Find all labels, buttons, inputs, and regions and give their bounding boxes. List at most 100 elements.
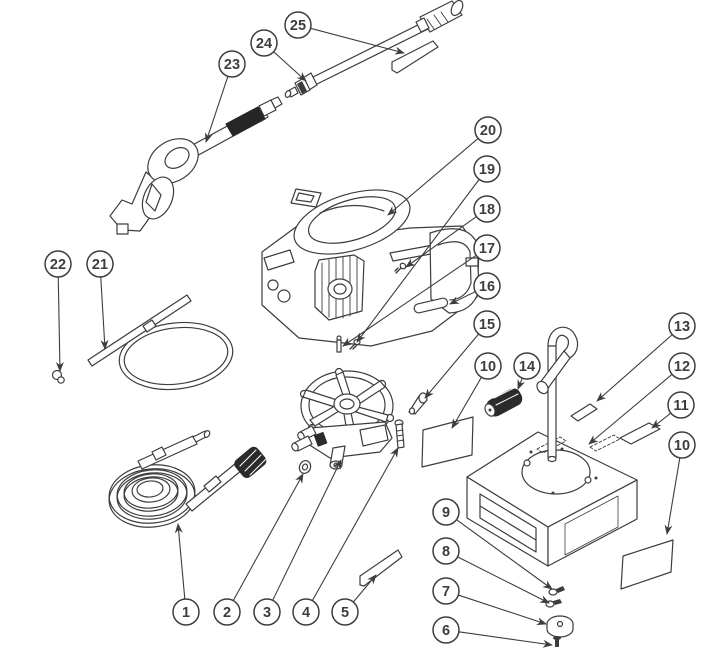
callout-1[interactable]: 1: [172, 523, 200, 626]
callout-number: 2: [223, 605, 231, 621]
label-10-right: [620, 539, 674, 590]
decal-11: [619, 422, 661, 445]
callout-balloon[interactable]: [668, 312, 696, 340]
callout-balloon[interactable]: [86, 250, 114, 278]
frame-right-face: [547, 479, 638, 567]
callout-balloon[interactable]: [668, 431, 696, 459]
callout-number: 6: [442, 623, 450, 639]
injector-fitting: [408, 392, 428, 415]
callout-number: 20: [480, 123, 496, 139]
callout-balloon[interactable]: [432, 577, 460, 605]
callout-balloon[interactable]: [473, 272, 501, 300]
callout-24[interactable]: 24: [250, 29, 307, 82]
leader-line: [273, 51, 307, 82]
callout-19[interactable]: 19: [356, 155, 501, 343]
handle-tube: [536, 326, 579, 463]
leader-line: [310, 27, 405, 55]
callout-6[interactable]: 6: [432, 616, 553, 648]
pump-assembly: [291, 367, 395, 470]
callout-balloon[interactable]: [473, 310, 501, 338]
callout-balloon[interactable]: [331, 598, 359, 626]
lance-strip: [391, 40, 439, 74]
engine: [261, 188, 480, 347]
callout-balloon[interactable]: [474, 352, 502, 380]
callout-15[interactable]: 15: [424, 310, 501, 399]
spray-gun: [109, 96, 283, 235]
callout-9[interactable]: 9: [432, 498, 553, 590]
callout-8[interactable]: 8: [432, 537, 550, 604]
callout-25[interactable]: 25: [284, 11, 405, 55]
foot-screw: [553, 636, 561, 647]
callout-3[interactable]: 3: [253, 459, 342, 626]
callout-number: 15: [479, 317, 495, 333]
leader-line: [449, 291, 476, 305]
callout-balloon[interactable]: [284, 11, 312, 39]
leader-line: [458, 631, 553, 648]
callout-balloon[interactable]: [432, 537, 460, 565]
callout-balloon[interactable]: [213, 598, 241, 626]
callout-balloon[interactable]: [218, 50, 246, 78]
leader-line: [100, 276, 109, 350]
callout-18[interactable]: 18: [405, 195, 501, 268]
callout-11[interactable]: 11: [651, 391, 695, 429]
callout-number: 21: [92, 257, 108, 273]
callout-number: 22: [50, 257, 66, 273]
callout-balloon[interactable]: [474, 116, 502, 144]
leader-line: [232, 473, 304, 601]
siphon-tube-hose: [87, 294, 234, 391]
callout-balloon[interactable]: [668, 352, 696, 380]
callout-number: 16: [479, 279, 495, 295]
callout-balloon[interactable]: [172, 598, 200, 626]
callout-balloon[interactable]: [473, 155, 501, 183]
leader-line: [457, 556, 550, 604]
callout-4[interactable]: 4: [292, 447, 399, 626]
callout-number: 9: [442, 505, 450, 521]
callout-10[interactable]: 10: [664, 431, 696, 535]
leader-line: [55, 276, 64, 372]
callout-number: 7: [442, 584, 450, 600]
fuel-cap: [290, 188, 322, 208]
callout-balloon[interactable]: [473, 234, 501, 262]
frame-fasteners: [545, 586, 574, 647]
callout-balloon[interactable]: [432, 616, 460, 644]
callout-23[interactable]: 23: [205, 50, 246, 143]
callout-number: 11: [673, 398, 688, 414]
callout-13[interactable]: 13: [596, 312, 696, 402]
callout-2[interactable]: 2: [213, 473, 304, 626]
callout-balloon[interactable]: [44, 250, 72, 278]
callout-16[interactable]: 16: [449, 272, 501, 305]
callout-balloon[interactable]: [253, 598, 281, 626]
callout-20[interactable]: 20: [387, 116, 502, 216]
callout-12[interactable]: 12: [588, 352, 696, 445]
callout-number: 13: [674, 319, 690, 335]
strip-decal: [359, 549, 403, 587]
callout-14[interactable]: 14: [513, 352, 541, 390]
high-pressure-hose: [108, 430, 267, 528]
siphon-rod: [87, 294, 192, 367]
callout-number: 5: [341, 605, 349, 621]
callout-5[interactable]: 5: [331, 574, 377, 626]
callout-22[interactable]: 22: [44, 250, 72, 372]
callout-balloon[interactable]: [513, 352, 541, 380]
decal-13: [570, 403, 598, 422]
callout-balloon[interactable]: [250, 29, 278, 57]
callout-balloon[interactable]: [432, 498, 460, 526]
callout-balloon[interactable]: [292, 598, 320, 626]
callout-10[interactable]: 10: [451, 352, 502, 429]
leader-line: [205, 76, 229, 143]
callout-number: 12: [674, 359, 690, 375]
callout-21[interactable]: 21: [86, 250, 114, 350]
callout-number: 25: [290, 18, 306, 34]
leader-line: [456, 519, 553, 590]
callout-balloon[interactable]: [667, 391, 695, 419]
leader-line: [272, 459, 342, 601]
hose-fitting-left: [137, 435, 198, 470]
leader-line: [405, 216, 477, 268]
callout-balloon[interactable]: [473, 195, 501, 223]
leader-line: [588, 373, 673, 445]
callout-number: 8: [442, 544, 450, 560]
callout-7[interactable]: 7: [432, 577, 547, 625]
